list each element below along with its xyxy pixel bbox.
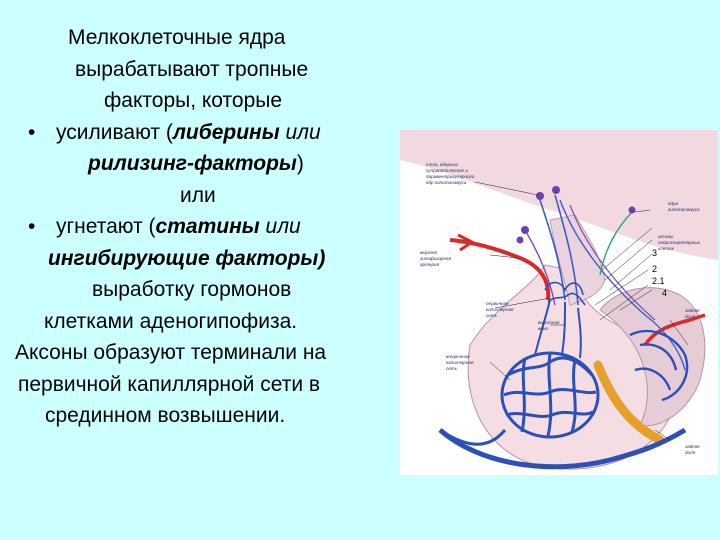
neuron-bodies (516, 186, 636, 244)
text-line-7-b: статины (155, 215, 260, 238)
label-sec-2: капиллярная (446, 360, 474, 365)
label-artery-2: гипофизарная (420, 256, 452, 261)
label-artery-3: артерия (420, 262, 440, 267)
bullet-1: • (28, 120, 36, 144)
inferior-hypophyseal-artery (643, 313, 706, 347)
text-line-7: • угнетают (статины или (0, 211, 390, 243)
secondary-capillary-network (500, 351, 600, 439)
portal-veins (534, 299, 582, 359)
pituitary-stalk (549, 214, 606, 306)
posterior-capillaries (629, 329, 689, 402)
label-top-3: паравентрикулярного (426, 174, 475, 179)
axon-to-posterior-1 (559, 199, 686, 371)
text-line-11: Аксоны образуют терминали на (15, 341, 327, 364)
label-sec-3: сеть (446, 366, 458, 371)
label-vein-1: воротная (538, 320, 560, 325)
bullet-2: • (28, 215, 36, 238)
text-line-8: ингибирующие факторы) (48, 246, 326, 270)
number-4: 4 (662, 288, 667, 298)
label-right-1: ядра (667, 201, 679, 206)
pointer-lines (474, 181, 689, 441)
number-2-1: 2.1 (652, 276, 665, 286)
number-2: 2 (652, 264, 657, 274)
efferent-vein (438, 427, 687, 470)
text-line-5: рилизинг-факторы) (0, 148, 390, 180)
text-line-3: факторы, которые (104, 89, 283, 112)
text-line-4-a: усиливают ( (56, 120, 173, 144)
text-line-9: выработку гормонов (92, 278, 292, 301)
text-line-7-c: или (259, 215, 301, 238)
label-sec-1: вторичная (446, 354, 470, 359)
hypophysis-portal-diagram: тела, ядерных супраоптическое и паравент… (400, 130, 718, 475)
label-vein-2: вена (538, 326, 548, 331)
primary-capillary-network (544, 281, 586, 306)
label-artery-1: верхняя (420, 250, 438, 255)
efferent-vein-branch (439, 428, 507, 446)
intermediate-lobe (593, 360, 665, 445)
text-line-4-c: или (279, 120, 321, 144)
text-line-5-a: рилизинг-факторы (88, 152, 297, 175)
label-top-4: ядр гипоталамуса (425, 180, 467, 185)
text-line-4: • усиливают (либерины или (0, 117, 390, 149)
label-right-6: задняя (684, 308, 700, 313)
label-right-3: аксоны (658, 234, 674, 239)
axon-green (599, 211, 633, 276)
diagram-svg: тела, ядерных супраоптическое и паравент… (400, 130, 718, 475)
label-right-2: гипоталамуса (668, 207, 700, 212)
artery-branch (457, 233, 475, 252)
number-3: 3 (652, 248, 657, 258)
label-right-4: нейросекреторных (658, 239, 701, 245)
label-top-2: супраоптическое и (426, 168, 468, 173)
text-line-12: первичной капиллярной сети в (18, 372, 321, 396)
text-line-2: вырабатывают тропные (75, 57, 309, 81)
label-right-8: задняя (684, 444, 700, 449)
text-line-10: клетками аденогипофиза. (44, 309, 298, 333)
label-net-2: капиллярная (486, 307, 514, 312)
axon-3 (524, 229, 556, 306)
label-top-1: тела, ядерных (426, 162, 459, 167)
label-net-1: первичная (486, 301, 509, 306)
text-line-6: или (180, 183, 216, 207)
text-line-5-b: ) (296, 152, 304, 175)
hypothalamus-tissue (400, 130, 718, 260)
text-line-4-b: либерины (172, 120, 280, 144)
label-right-9: доля (685, 450, 696, 455)
slide-text: Мелкоклеточные ядра вырабатывают тропные… (0, 22, 390, 432)
text-line-13: срединном возвышении. (45, 404, 286, 427)
label-right-7: доля (685, 314, 696, 319)
text-line-7-a: угнетают ( (56, 215, 156, 238)
label-net-3: сеть (486, 313, 498, 318)
text-line-1: Мелкоклеточные ядра (68, 26, 286, 49)
label-right-5: клеток (658, 246, 675, 251)
axon-2 (554, 194, 579, 306)
